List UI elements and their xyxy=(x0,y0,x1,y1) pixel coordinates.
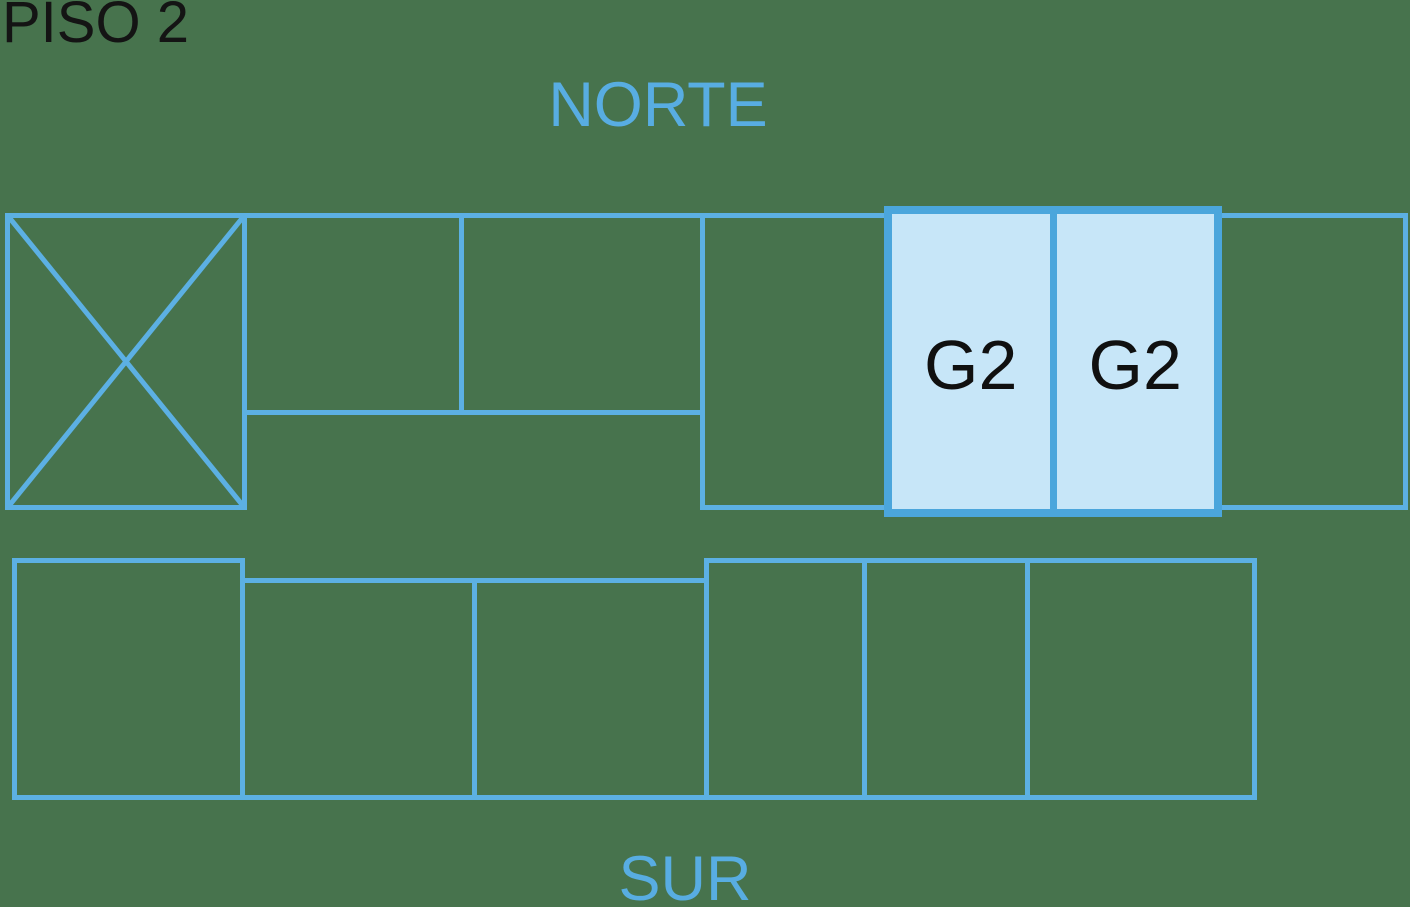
wall-line xyxy=(472,578,477,800)
wall-line xyxy=(1403,213,1408,510)
wall-line xyxy=(704,558,709,800)
wall-line xyxy=(240,558,245,800)
wall-line xyxy=(1049,214,1057,509)
wall-line xyxy=(459,213,464,415)
wall-line xyxy=(862,558,867,800)
wall-line xyxy=(247,410,703,415)
room-g2-group: G2 G2 xyxy=(884,206,1222,517)
wall-line xyxy=(5,505,247,510)
wall-line xyxy=(12,795,1257,800)
wall-line xyxy=(242,213,247,510)
wall-line xyxy=(1025,558,1030,800)
wall-line xyxy=(5,213,890,218)
north-label: NORTE xyxy=(548,70,768,140)
wall-line xyxy=(12,558,17,800)
floor-title: PISO 2 xyxy=(2,0,189,55)
room-g2-left: G2 xyxy=(924,325,1018,404)
wall-line xyxy=(1252,558,1257,800)
wall-line xyxy=(704,558,1257,563)
south-label: SUR xyxy=(618,844,752,907)
wall-line xyxy=(5,213,10,510)
wall-line xyxy=(12,558,243,563)
room-g2-right: G2 xyxy=(1088,325,1182,404)
stairwell-x-icon xyxy=(6,214,246,509)
wall-line xyxy=(1217,505,1408,510)
wall-line xyxy=(700,505,890,510)
wall-line xyxy=(1217,213,1408,218)
wall-line xyxy=(700,213,705,510)
